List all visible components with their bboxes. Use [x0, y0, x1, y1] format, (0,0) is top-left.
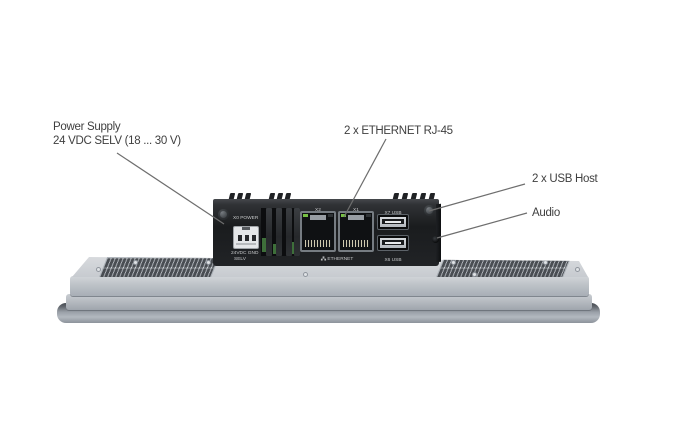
leader-line-usb — [428, 183, 526, 212]
usb-host-callout: 2 x USB Host — [532, 173, 598, 185]
power-supply-callout: Power Supply 24 VDC SELV (18 ... 30 V) — [53, 120, 181, 148]
io-box-vent-slots — [261, 208, 300, 256]
vent-grid-right — [435, 257, 572, 277]
mounting-hole — [543, 260, 548, 265]
mounting-hole — [451, 260, 456, 265]
connector-notch — [242, 227, 250, 230]
power-port-label: X0 POWER — [233, 215, 259, 221]
power-selv-label: SELV — [234, 256, 246, 262]
link-led-icon — [303, 214, 308, 217]
io-box-top-face — [213, 199, 439, 206]
ethernet-caption: ETHERNET — [319, 256, 355, 261]
ethernet-port-1 — [300, 211, 336, 252]
power-supply-callout-line1: Power Supply — [53, 121, 121, 133]
mounting-hole — [575, 267, 580, 272]
eth-port-left-label: X2 — [315, 206, 321, 213]
power-pin — [238, 235, 242, 241]
ethernet-callout: 2 x ETHERNET RJ-45 — [344, 125, 453, 137]
power-pin — [245, 235, 249, 241]
rj45-latch-slot — [348, 215, 364, 220]
usb-tongue — [385, 242, 401, 244]
activity-led-icon — [366, 214, 371, 217]
screw-icon — [424, 205, 435, 216]
pcb-glimpse — [262, 238, 266, 252]
vent-rib — [286, 208, 292, 256]
network-icon — [320, 256, 327, 261]
link-led-icon — [341, 214, 346, 217]
connector-groove — [236, 243, 256, 245]
power-pin — [252, 235, 256, 241]
mounting-hole — [303, 272, 308, 277]
vent-rib — [294, 208, 300, 256]
io-box-side-face — [436, 203, 441, 263]
vent-rib — [266, 208, 272, 256]
usb-port-2 — [377, 235, 409, 251]
ethernet-caption-text: ETHERNET — [327, 255, 354, 262]
rj45-pins — [305, 240, 331, 247]
power-supply-connector — [233, 226, 259, 249]
vent-rib — [276, 208, 282, 256]
panel-rear-surface — [72, 257, 588, 277]
mounting-hole — [472, 272, 477, 277]
panel-mid-layer-upper — [70, 276, 589, 296]
audio-callout: Audio — [532, 207, 560, 219]
usb-port-1 — [377, 214, 409, 230]
mounting-hole — [133, 260, 138, 265]
usb-tongue — [385, 221, 401, 223]
usb-top-label: X7 USB — [384, 209, 402, 216]
rj45-latch-slot — [310, 215, 326, 220]
audio-jack — [432, 236, 439, 243]
mounting-hole — [206, 260, 211, 265]
usb-bottom-label: X6 USB — [384, 256, 402, 263]
activity-led-icon — [328, 214, 333, 217]
leader-line-audio — [436, 212, 528, 239]
screw-icon — [218, 209, 229, 220]
ethernet-port-2 — [338, 211, 374, 252]
mounting-hole — [96, 267, 101, 272]
rj45-pins — [343, 240, 369, 247]
vent-grid-left — [98, 257, 220, 277]
power-pinout-label: 24VDC GND — [231, 250, 259, 256]
leader-line-power — [116, 152, 225, 225]
panel-mid-layer-lower — [66, 294, 592, 310]
pcb-glimpse — [273, 244, 277, 254]
io-connection-box: X0 POWER 24VDC GND SELV X2 X1 — [213, 192, 441, 266]
power-supply-callout-line2: 24 VDC SELV (18 ... 30 V) — [53, 135, 181, 147]
